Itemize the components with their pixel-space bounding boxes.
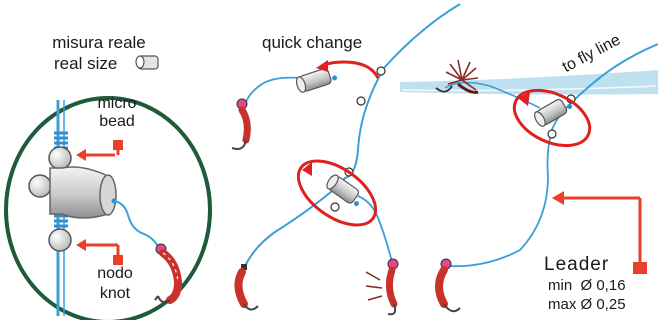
fly-right: [435, 258, 461, 313]
knot-pointer: [76, 239, 123, 265]
tippet-lower: [357, 195, 393, 263]
main-line-center: [244, 3, 461, 267]
fly-line: [569, 43, 658, 105]
leader-pointer: [552, 191, 647, 274]
swivel-center: [326, 174, 360, 207]
swivel-upper: [295, 68, 338, 93]
micro-bead-top: [48, 146, 72, 170]
micro-bead-pointer: [76, 140, 123, 161]
fly-center-lower-right: [365, 258, 399, 316]
knot-label: knot: [99, 285, 131, 302]
fly-center-upper: [231, 98, 251, 150]
swivel-right: [533, 98, 573, 127]
quick-change-label: quick change: [262, 33, 363, 52]
real-size-label: real size: [54, 54, 118, 73]
leader-label: Leader: [544, 254, 610, 275]
tippet-upper: [245, 76, 301, 103]
micro-label: micro: [97, 95, 137, 112]
misura-reale-label: misura reale: [52, 33, 146, 52]
rotation-arrow-upper: [321, 60, 380, 79]
leader-max-label: max Ø 0,25: [548, 296, 626, 313]
rotation-ellipse-center: [296, 159, 378, 227]
nodo-label: nodo: [97, 265, 133, 282]
leader-min-label: min Ø 0,16: [548, 277, 626, 294]
coil-bottom: [54, 214, 68, 228]
real-size-icon: [135, 55, 159, 70]
leader-line: [447, 103, 571, 268]
quick-change-swivel-large: [28, 166, 117, 219]
micro-bead-bottom: [48, 228, 72, 252]
tippet-line-magnified: [114, 200, 159, 247]
bead-label: bead: [99, 113, 135, 130]
dry-fly: [435, 59, 479, 94]
fly-magnified: [154, 243, 183, 304]
fly-center-lower-left: [234, 264, 259, 311]
rotation-ellipse-right: [512, 88, 592, 148]
